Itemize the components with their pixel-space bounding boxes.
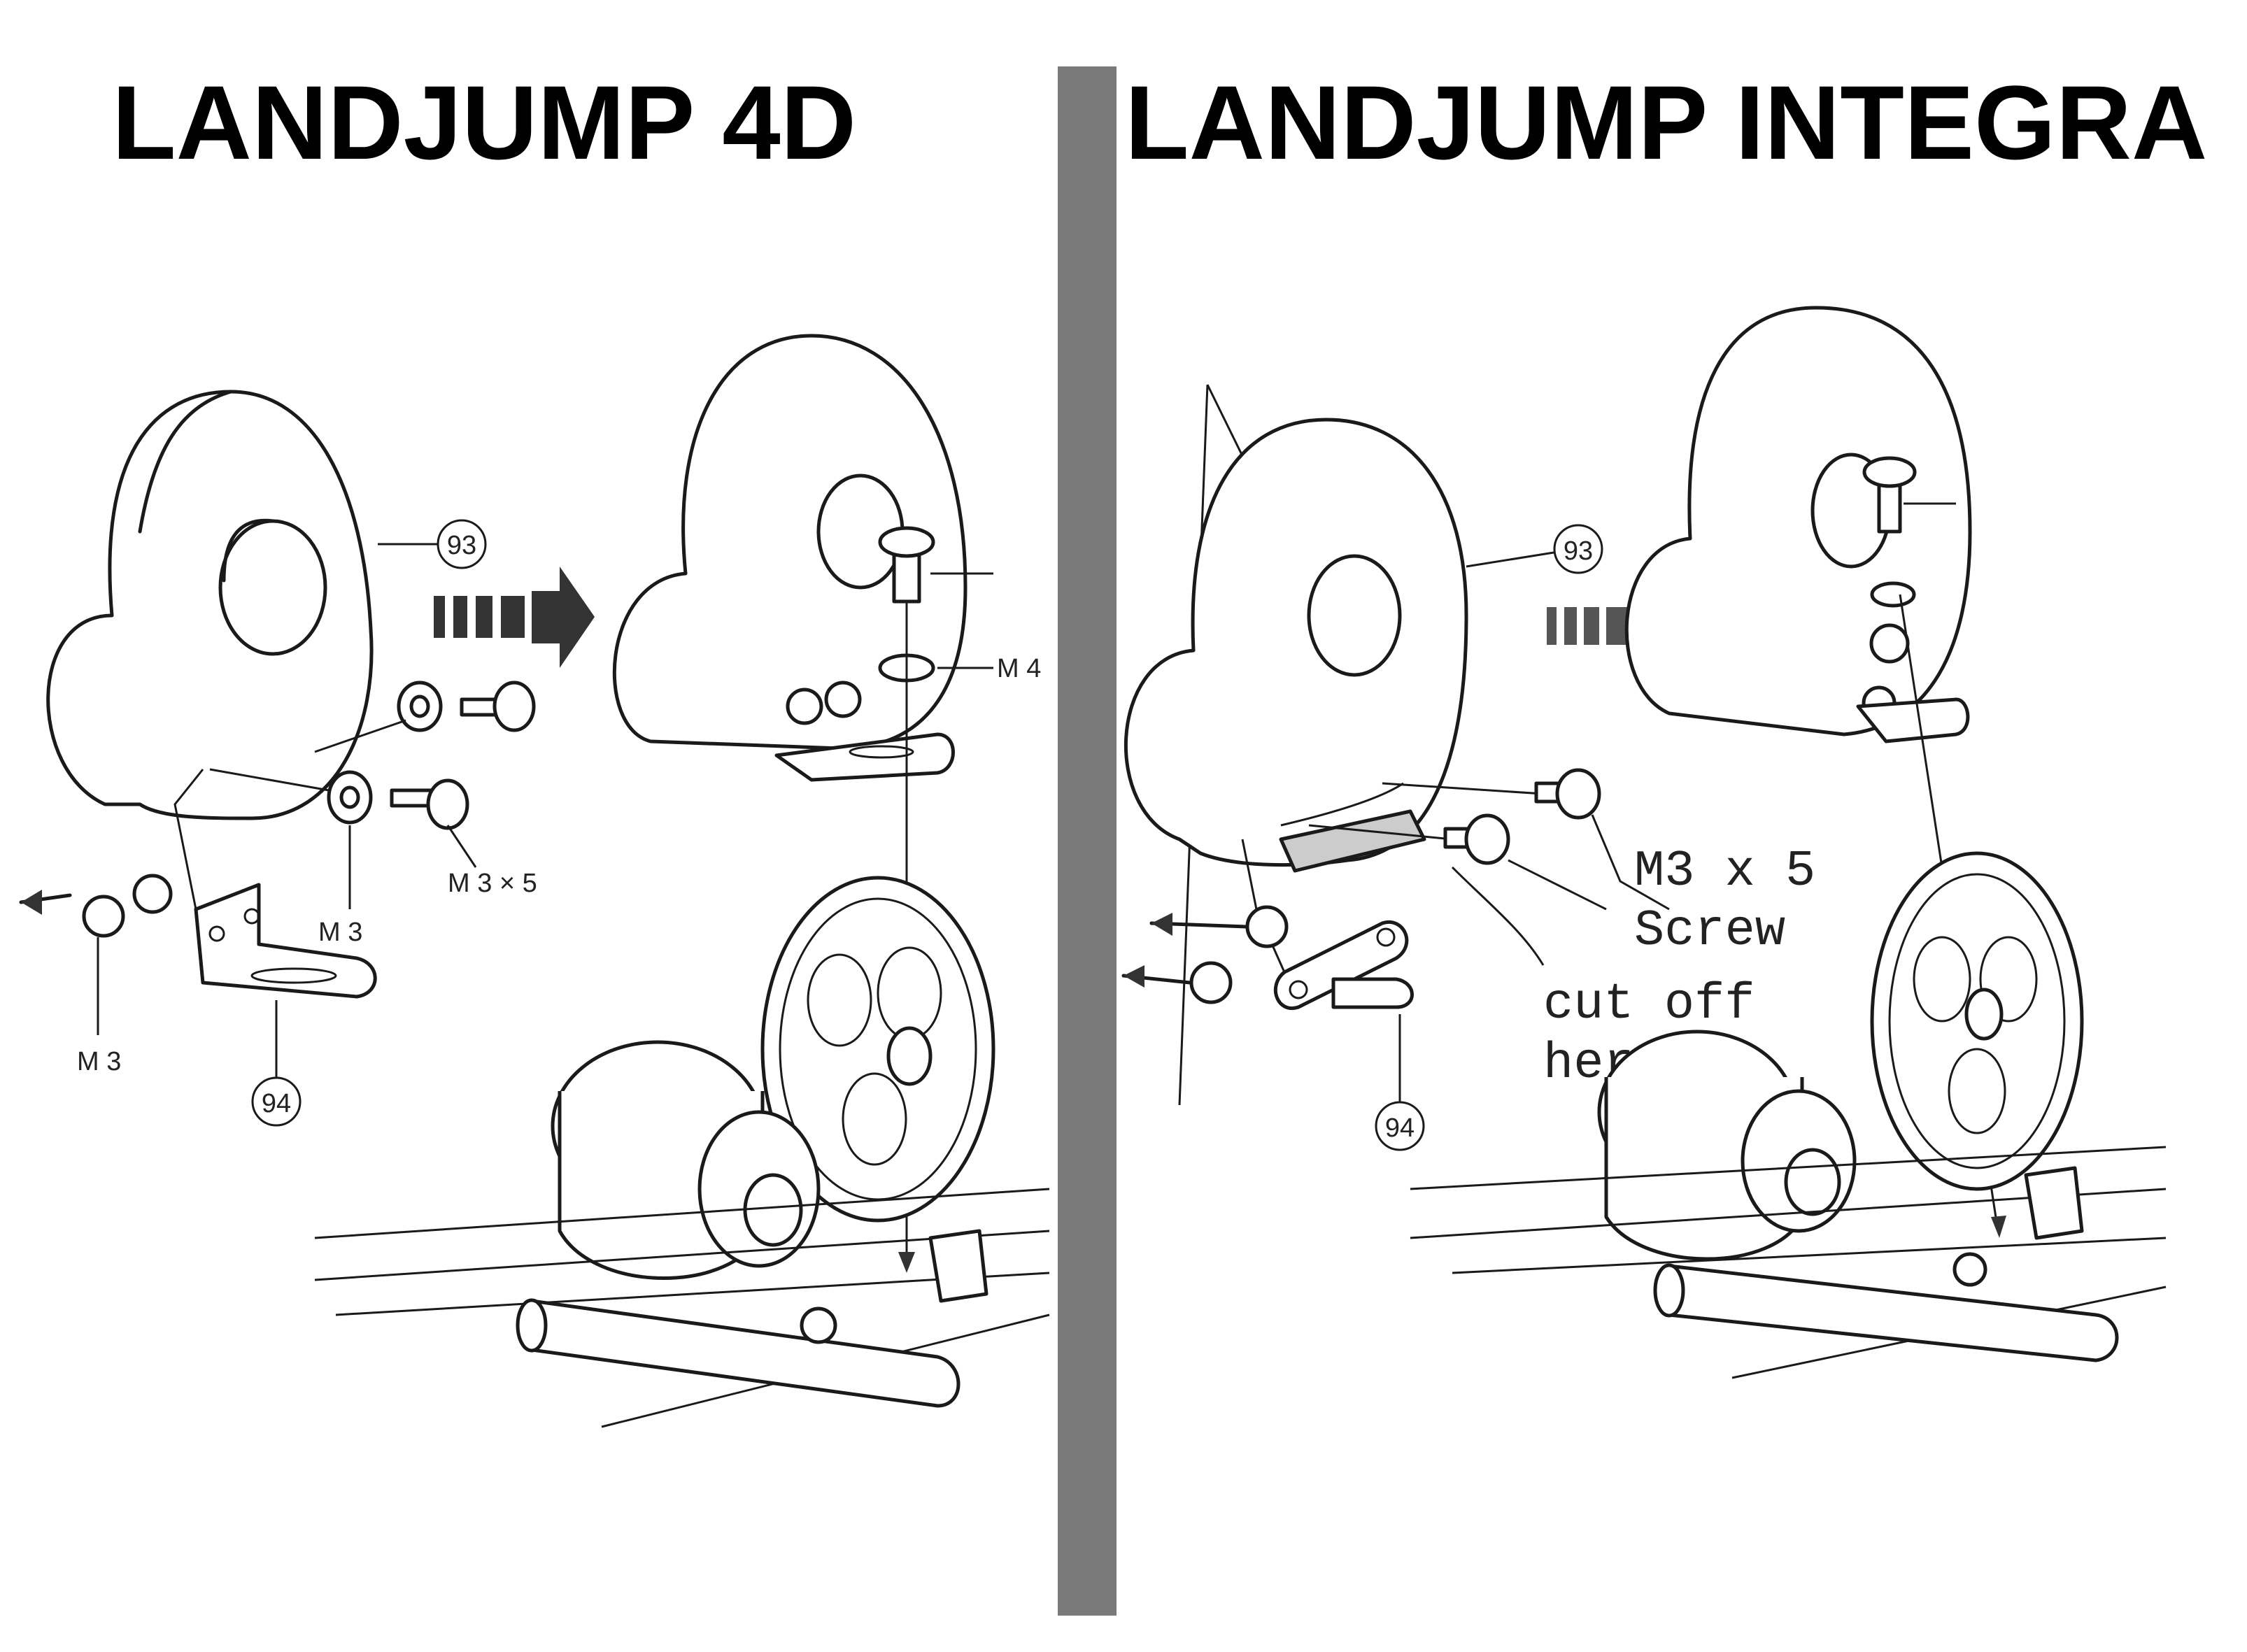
assembled-gear-cover: [612, 334, 993, 1273]
bracket-94: [1241, 839, 1414, 1011]
cut-pointer-line: [1451, 866, 1545, 966]
exploded-arrow-icon: [434, 567, 595, 668]
panel-landjump-4d: LANDJUMP 4D 93: [0, 0, 1050, 1652]
part-93-label: 93: [447, 531, 476, 560]
gear-cover-93: [46, 390, 374, 820]
motor: [1597, 1030, 1857, 1261]
bracket-94: [173, 769, 377, 999]
part-94-circle: [251, 1076, 302, 1127]
part-94-label: 94: [1385, 1113, 1415, 1143]
chassis: [314, 1188, 1050, 1428]
label-m3x5-screw: M3 x 5: [1634, 843, 1815, 900]
part-93-circle: [437, 519, 487, 569]
label-screw: Screw: [1634, 902, 1785, 960]
title-landjump-integra: LANDJUMP INTEGRA: [1125, 64, 2208, 181]
screw-lower-icon: [209, 768, 469, 830]
assembled-gear-cover: [1624, 306, 2006, 1238]
nut-icon: [19, 874, 173, 938]
title-landjump-4d: LANDJUMP 4D: [112, 64, 857, 181]
motor: [551, 1040, 821, 1280]
spur-gear: [1870, 851, 2084, 1191]
nut-icon: [1121, 905, 1289, 1004]
panel-landjump-integra: LANDJUMP INTEGRA 93: [1117, 0, 2247, 1652]
screw-upper-icon: [1382, 768, 1601, 820]
diagram-landjump-integra: 93 M3 x 5 Screw cut off here: [1121, 306, 2167, 1379]
spur-gear: [760, 876, 995, 1223]
panel-divider: [1058, 66, 1117, 1616]
label-m3-washer: M 3: [318, 918, 362, 947]
screw-lower-icon: [1308, 813, 1510, 865]
part-94-label: 94: [262, 1089, 291, 1118]
diagram-landjump-4d: 93 M 3 × 5 M 3: [19, 334, 1050, 1428]
label-m3-nut: M 3: [77, 1047, 121, 1076]
label-m4: M 4: [997, 654, 1041, 683]
part-93-label: 93: [1564, 536, 1593, 566]
screw-upper-icon: [314, 681, 536, 753]
part-93-circle: [1553, 524, 1603, 574]
label-m3x5: M 3 × 5: [448, 869, 537, 898]
gear-cover-93: [1124, 418, 1468, 873]
label-cut-off: cut off: [1543, 976, 1755, 1033]
chassis: [1410, 1146, 2167, 1379]
